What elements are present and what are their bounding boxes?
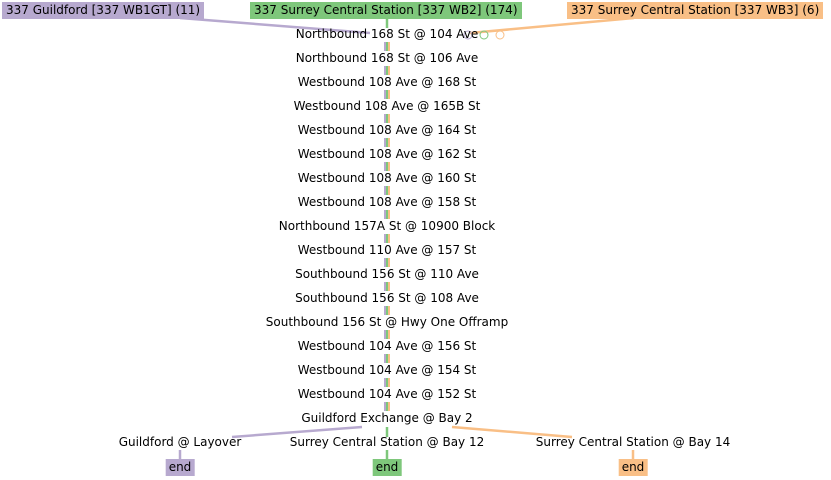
stop-label[interactable]: Westbound 108 Ave @ 164 St [297,123,477,137]
start-marker-wb1gt [463,30,473,40]
route-header-wb1gt[interactable]: 337 Guildford [337 WB1GT] (11) [2,2,205,19]
terminal-stop-wb2[interactable]: Surrey Central Station @ Bay 12 [289,435,485,449]
stop-label[interactable]: Westbound 104 Ave @ 154 St [297,363,477,377]
end-badge-wb1gt: end [165,459,195,476]
stop-label[interactable]: Northbound 168 St @ 104 Ave [295,27,479,41]
stop-label[interactable]: Westbound 104 Ave @ 156 St [297,339,477,353]
stop-label[interactable]: Westbound 108 Ave @ 160 St [297,171,477,185]
stop-label[interactable]: Westbound 108 Ave @ 162 St [297,147,477,161]
stop-label[interactable]: Southbound 156 St @ 108 Ave [295,291,479,305]
end-badge-wb3: end [618,459,648,476]
stop-label[interactable]: Westbound 108 Ave @ 158 St [297,195,477,209]
end-badge-wb2: end [372,459,402,476]
connector-wb3-start [469,16,635,35]
stop-label[interactable]: Southbound 156 St @ Hwy One Offramp [265,315,509,329]
stop-label[interactable]: Westbound 104 Ave @ 152 St [297,387,477,401]
branch-wb3 [451,425,573,439]
stop-label[interactable]: Northbound 157A St @ 10900 Block [278,219,496,233]
terminal-stop-wb3[interactable]: Surrey Central Station @ Bay 14 [535,435,731,449]
connector-wb1gt-start [179,16,371,35]
branch-wb1gt [231,425,363,439]
trunk-segments [384,42,390,411]
stop-label[interactable]: Westbound 108 Ave @ 165B St [293,99,481,113]
start-marker-wb3 [495,30,505,40]
route-header-wb2[interactable]: 337 Surrey Central Station [337 WB2] (17… [250,2,522,19]
start-marker-wb2 [479,30,489,40]
stop-label[interactable]: Northbound 168 St @ 106 Ave [295,51,479,65]
stop-label[interactable]: Guildford Exchange @ Bay 2 [301,411,473,425]
stop-label[interactable]: Westbound 108 Ave @ 168 St [297,75,477,89]
stop-label[interactable]: Westbound 110 Ave @ 157 St [297,243,477,257]
terminal-stop-wb1gt[interactable]: Guildford @ Layover [118,435,242,449]
route-header-wb3[interactable]: 337 Surrey Central Station [337 WB3] (6) [567,2,824,19]
stop-label[interactable]: Southbound 156 St @ 110 Ave [295,267,479,281]
